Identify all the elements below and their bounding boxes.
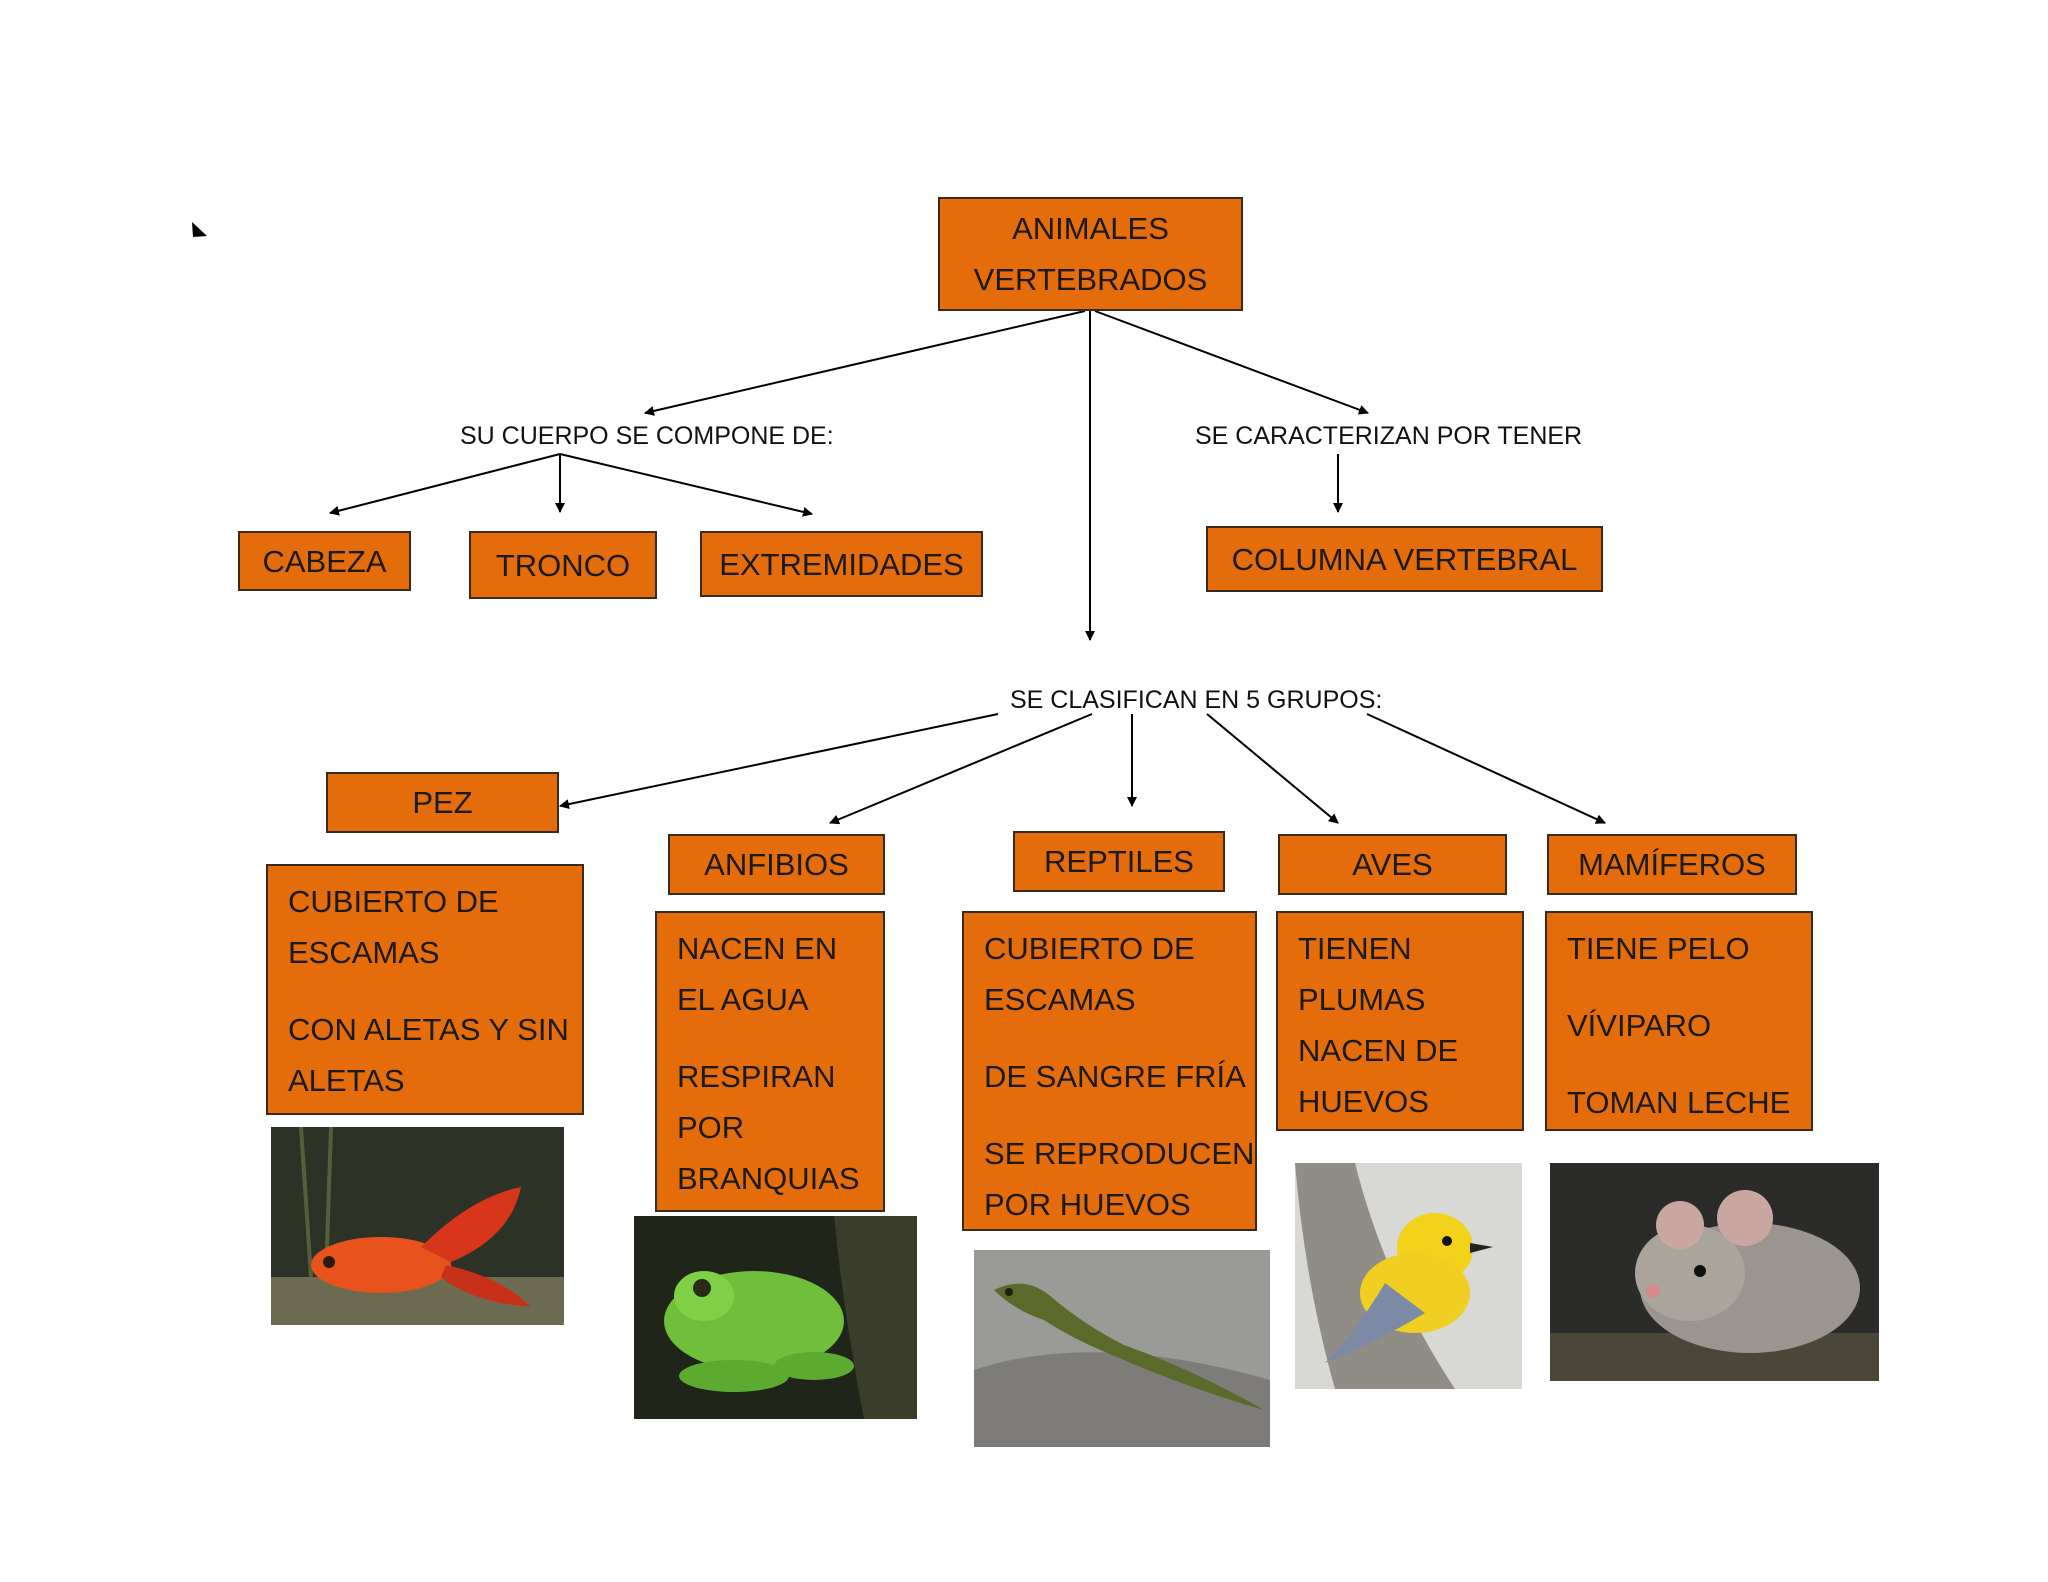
body-part-limbs: EXTREMIDADES: [700, 531, 983, 597]
root-line-2: VERTEBRADOS: [973, 262, 1208, 297]
group-name-mammals: MAMÍFEROS: [1547, 834, 1797, 895]
trait-spine: COLUMNA VERTEBRAL: [1206, 526, 1603, 592]
trait-line: CUBIERTO DE: [288, 884, 499, 919]
label-classification: SE CLASIFICAN EN 5 GRUPOS:: [1010, 686, 1383, 714]
photo-goldfish: [271, 1127, 564, 1325]
trait-line: SE REPRODUCEN: [984, 1136, 1255, 1171]
photo-mouse: [1550, 1163, 1879, 1381]
trait-line: RESPIRAN: [677, 1059, 836, 1094]
group-traits-amphibians: NACEN EN EL AGUA RESPIRAN POR BRANQUIAS: [655, 911, 885, 1212]
photo-yellow-bird: [1295, 1163, 1522, 1389]
trait-line: EL AGUA: [677, 982, 809, 1017]
arrow-root-traits: [1094, 310, 1369, 415]
trait-line: CUBIERTO DE: [984, 931, 1195, 966]
trait-line: TIENE PELO: [1567, 931, 1750, 966]
trait-line: BRANQUIAS: [677, 1161, 860, 1196]
root-line-1: ANIMALES: [1012, 211, 1169, 246]
trait-line: NACEN EN: [677, 931, 838, 966]
group-traits-mammals: TIENE PELO VÍVIPARO TOMAN LECHE: [1545, 911, 1813, 1131]
trait-line: TIENEN: [1298, 931, 1412, 966]
arrow-groups-mammals: [1366, 713, 1606, 824]
stray-arrowhead-icon: [192, 222, 207, 237]
group-name-fish: PEZ: [326, 772, 559, 833]
group-name-birds: AVES: [1278, 834, 1507, 895]
group-traits-birds: TIENEN PLUMAS NACEN DE HUEVOS: [1276, 911, 1524, 1131]
body-part-trunk: TRONCO: [469, 531, 657, 599]
label-characteristics: SE CARACTERIZAN POR TENER: [1195, 422, 1583, 450]
trait-line: NACEN DE: [1298, 1033, 1459, 1068]
trait-line: ESCAMAS: [288, 935, 440, 970]
trait-line: VÍVIPARO: [1567, 1008, 1712, 1043]
arrow-groups-amphibians: [829, 713, 1093, 825]
arrow-groups-birds: [1206, 713, 1339, 824]
arrow-body-limbs: [559, 453, 813, 517]
trait-line: CON ALETAS Y SIN: [288, 1012, 569, 1047]
photo-green-frog: [634, 1216, 917, 1419]
group-name-amphibians: ANFIBIOS: [668, 834, 885, 895]
trait-line: ESCAMAS: [984, 982, 1136, 1017]
group-traits-fish: CUBIERTO DE ESCAMAS CON ALETAS Y SIN ALE…: [266, 864, 584, 1115]
body-part-head: CABEZA: [238, 531, 411, 591]
group-traits-reptiles: CUBIERTO DE ESCAMAS DE SANGRE FRÍA SE RE…: [962, 911, 1257, 1231]
arrow-body-head: [329, 453, 561, 516]
trait-line: ALETAS: [288, 1063, 405, 1098]
root-box: ANIMALES VERTEBRADOS: [938, 197, 1243, 311]
label-body-composition: SU CUERPO SE COMPONE DE:: [460, 422, 834, 450]
photo-lizard: [974, 1250, 1270, 1447]
trait-line: TOMAN LECHE: [1567, 1085, 1791, 1120]
group-name-reptiles: REPTILES: [1013, 831, 1225, 892]
arrow-groups-fish: [559, 713, 999, 810]
trait-line: DE SANGRE FRÍA: [984, 1059, 1246, 1094]
arrow-root-body: [644, 310, 1086, 416]
trait-line: PLUMAS: [1298, 982, 1426, 1017]
trait-line: HUEVOS: [1298, 1084, 1429, 1119]
trait-line: POR HUEVOS: [984, 1187, 1191, 1222]
trait-line: POR: [677, 1110, 745, 1145]
